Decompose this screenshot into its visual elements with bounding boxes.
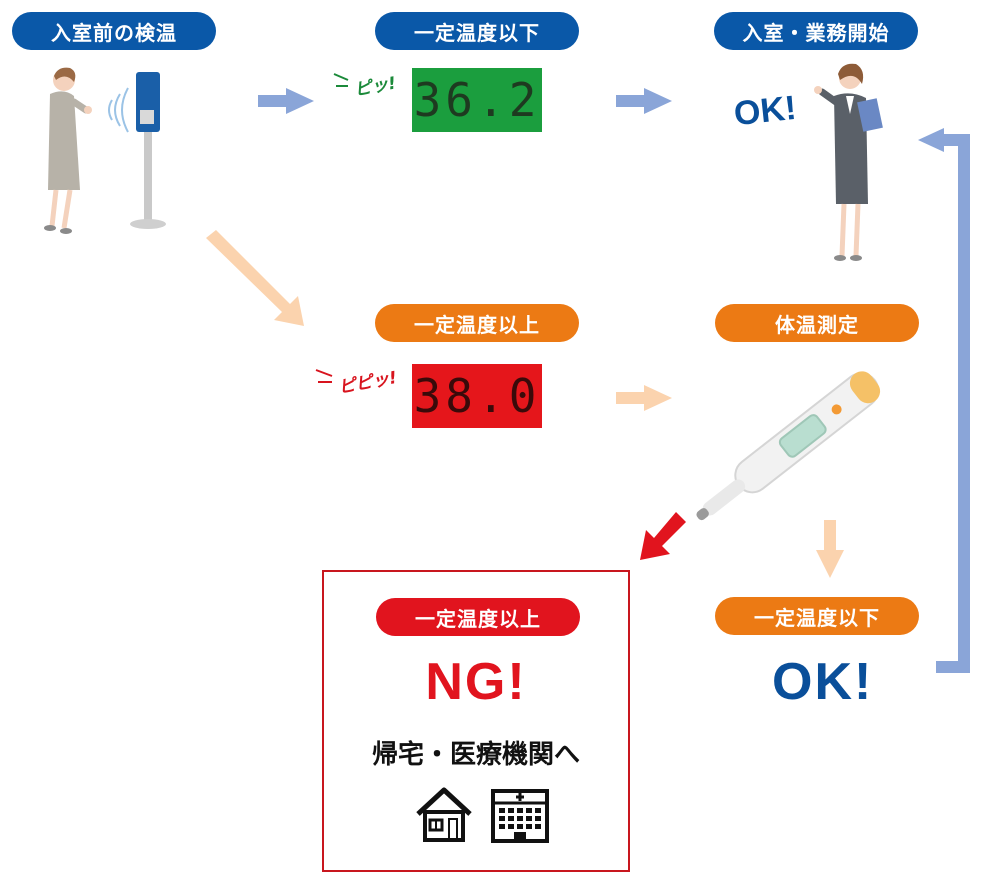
- arrow-down-to-ok: [816, 520, 844, 578]
- ng-result-box: 一定温度以上 NG! 帰宅・医療機関へ: [322, 570, 630, 872]
- scan-waves: [108, 87, 129, 133]
- arrow-to-normal-display: [258, 88, 314, 114]
- above-threshold-label-ng: 一定温度以上: [376, 598, 580, 636]
- arrow-to-entry: [616, 88, 672, 114]
- normal-temp-display: 36.2: [412, 68, 542, 132]
- high-temp-display: 38.0: [412, 364, 542, 428]
- body-temp-measure-label: 体温測定: [715, 304, 919, 342]
- ng-text: NG!: [425, 653, 527, 711]
- return-arrow: [936, 134, 970, 673]
- arrow-to-thermometer: [616, 385, 672, 411]
- scanner-stand: [130, 72, 166, 229]
- arrow-to-ng: [640, 512, 686, 560]
- entry-start-work-label: 入室・業務開始: [714, 12, 918, 50]
- hospital-icon: [491, 789, 549, 843]
- ok-bottom-text: OK!: [772, 653, 874, 711]
- thermometer-illustration: [696, 371, 881, 521]
- above-threshold-label-mid: 一定温度以上: [375, 304, 579, 342]
- woman-illustration: [44, 67, 92, 234]
- pre-entry-check-label: 入室前の検温: [12, 12, 216, 50]
- normal-beep-marks: [333, 73, 349, 87]
- high-beep-marks: [315, 369, 333, 383]
- businesswoman-illustration: [814, 63, 883, 261]
- below-threshold-label-ok: 一定温度以下: [715, 597, 919, 635]
- below-threshold-label-top: 一定温度以下: [375, 12, 579, 50]
- arrow-diagonal-to-high: [206, 230, 304, 326]
- ng-action-text: 帰宅・医療機関へ: [371, 740, 580, 770]
- house-icon: [416, 787, 472, 842]
